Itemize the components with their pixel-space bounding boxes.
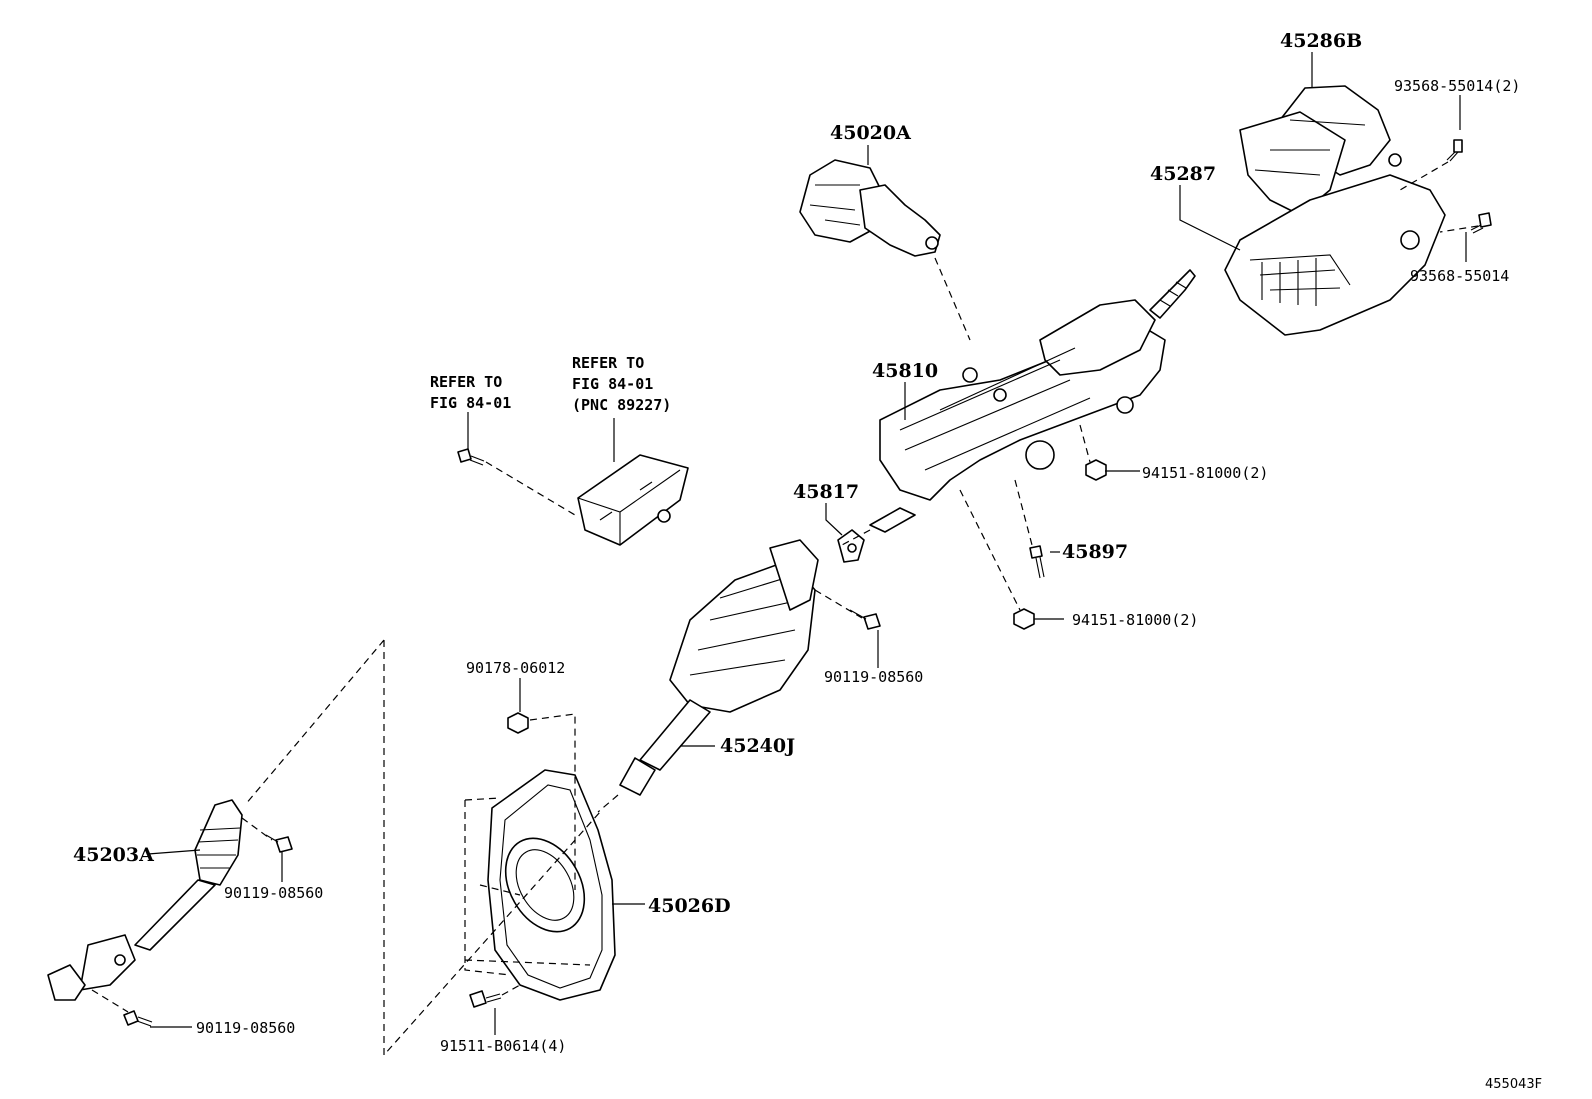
label-45817: 45817 xyxy=(793,481,859,503)
label-45026D: 45026D xyxy=(648,895,731,917)
label-94151-81000-b: 94151-81000(2) xyxy=(1072,611,1198,629)
label-45020A: 45020A xyxy=(830,122,911,144)
screw-93568-upper xyxy=(1446,139,1463,162)
column-cover-upper xyxy=(1239,85,1391,216)
label-90119-08560-lower: 90119-08560 xyxy=(196,1019,295,1037)
refer-right-line2: FIG 84-01 xyxy=(572,375,653,393)
label-94151-81000-a: 94151-81000(2) xyxy=(1142,464,1268,482)
label-90178-06012: 90178-06012 xyxy=(466,659,565,677)
label-45203A: 45203A xyxy=(73,844,154,866)
control-module xyxy=(577,454,689,546)
label-90119-08560-upper: 90119-08560 xyxy=(224,884,323,902)
screw-93568-lower xyxy=(1470,212,1492,234)
label-45240J: 45240J xyxy=(720,735,795,757)
bolt-90119-shaft xyxy=(849,609,881,630)
bracket-45817 xyxy=(837,529,865,563)
label-45287: 45287 xyxy=(1150,163,1216,185)
label-45897: 45897 xyxy=(1062,541,1128,563)
diagram-code: 455043F xyxy=(1485,1077,1542,1092)
label-93568-55014: 93568-55014 xyxy=(1410,267,1509,285)
nut-94151-b xyxy=(1013,608,1035,630)
column-cover-lower xyxy=(1224,153,1446,336)
sliding-yoke xyxy=(47,799,243,1001)
nut-94151-a xyxy=(1085,459,1107,481)
refer-left-line1: REFER TO xyxy=(430,373,502,391)
steering-column xyxy=(869,269,1196,533)
ignition-switch xyxy=(799,159,941,257)
dust-cover xyxy=(487,769,616,1001)
label-90119-08560-shaft: 90119-08560 xyxy=(824,668,923,686)
label-45286B: 45286B xyxy=(1280,30,1362,52)
label-93568-55014-2: 93568-55014(2) xyxy=(1394,77,1520,95)
label-45810: 45810 xyxy=(872,360,938,382)
refer-left-line2: FIG 84-01 xyxy=(430,394,511,412)
bolt-90119-lower-yoke xyxy=(123,1010,153,1027)
leader-lines xyxy=(147,52,1467,1035)
nut-90178 xyxy=(507,712,529,734)
label-91511-B0614: 91511-B0614(4) xyxy=(440,1037,566,1055)
intermediate-shaft xyxy=(619,539,819,796)
bolt-45897 xyxy=(1029,545,1045,579)
refer-right-line3: (PNC 89227) xyxy=(572,396,671,414)
refer-right-line1: REFER TO xyxy=(572,354,644,372)
screw-refer-fig xyxy=(457,448,485,466)
bolt-91511 xyxy=(469,990,502,1008)
bolt-90119-upper-yoke xyxy=(265,834,293,853)
